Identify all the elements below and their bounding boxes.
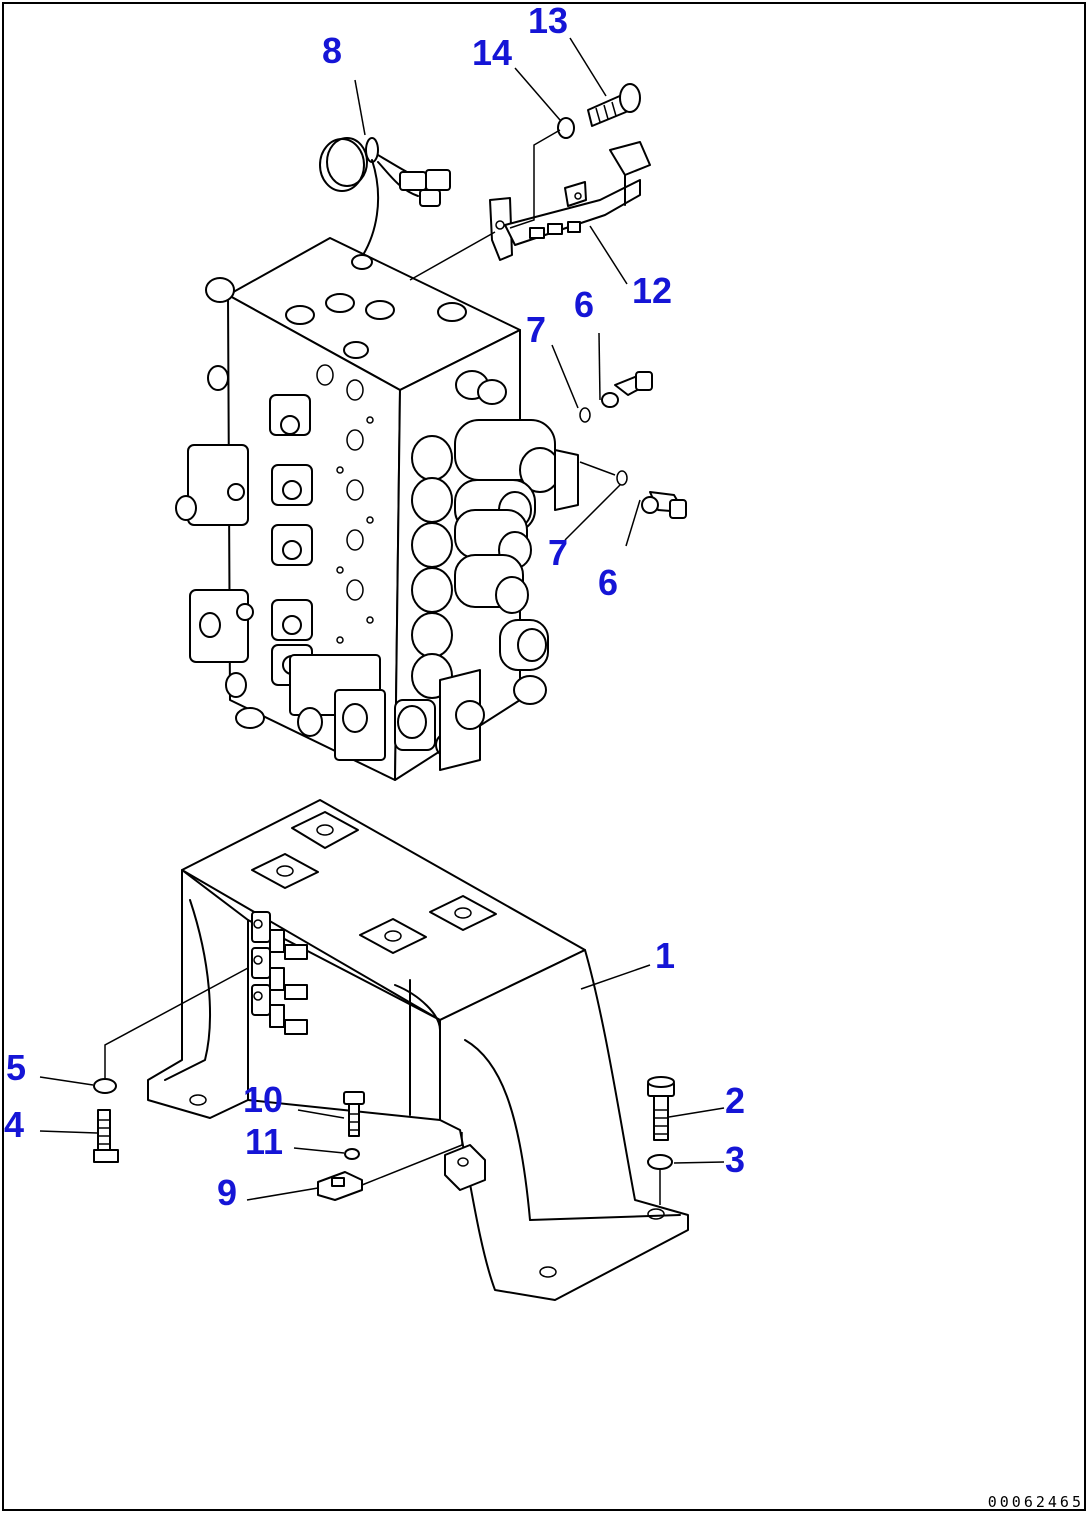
leader-lines <box>39 37 725 1205</box>
callout-10: 10 <box>243 1079 283 1120</box>
pressure-sensor-upper <box>601 371 653 408</box>
washer-11 <box>344 1148 360 1160</box>
callout-6-upper: 6 <box>574 284 594 325</box>
document-number: 00062465 <box>987 1493 1084 1511</box>
callout-2: 2 <box>725 1080 745 1121</box>
washer-3 <box>647 1154 673 1170</box>
pressure-sensor-lower <box>641 491 687 519</box>
callout-5: 5 <box>6 1047 26 1088</box>
callout-7-upper: 7 <box>526 309 546 350</box>
bolt-4 <box>93 1109 119 1163</box>
callout-13: 13 <box>528 0 568 41</box>
control-valve-assembly <box>175 237 579 781</box>
clip-9 <box>317 1171 363 1201</box>
callout-12: 12 <box>632 270 672 311</box>
callout-7-lower: 7 <box>548 532 568 573</box>
bolt-13 <box>587 83 641 127</box>
bolt-2 <box>647 1076 675 1141</box>
callout-14: 14 <box>472 32 512 73</box>
washer-14 <box>557 117 575 139</box>
callout-4: 4 <box>4 1104 24 1145</box>
callout-labels: 1 2 3 4 5 6 6 7 7 8 9 10 11 12 13 14 <box>4 0 745 1213</box>
o-ring-upper <box>579 407 591 423</box>
callout-3: 3 <box>725 1139 745 1180</box>
wiring-harness <box>319 137 451 256</box>
o-ring-lower <box>616 470 628 486</box>
washer-5 <box>93 1078 117 1094</box>
bolt-10 <box>343 1091 365 1137</box>
valve-mounting-bracket <box>147 799 689 1301</box>
callout-8: 8 <box>322 30 342 71</box>
callout-6-lower: 6 <box>598 562 618 603</box>
callout-1: 1 <box>655 935 675 976</box>
bracket <box>489 141 651 261</box>
callout-9: 9 <box>217 1172 237 1213</box>
callout-11: 11 <box>245 1121 283 1162</box>
